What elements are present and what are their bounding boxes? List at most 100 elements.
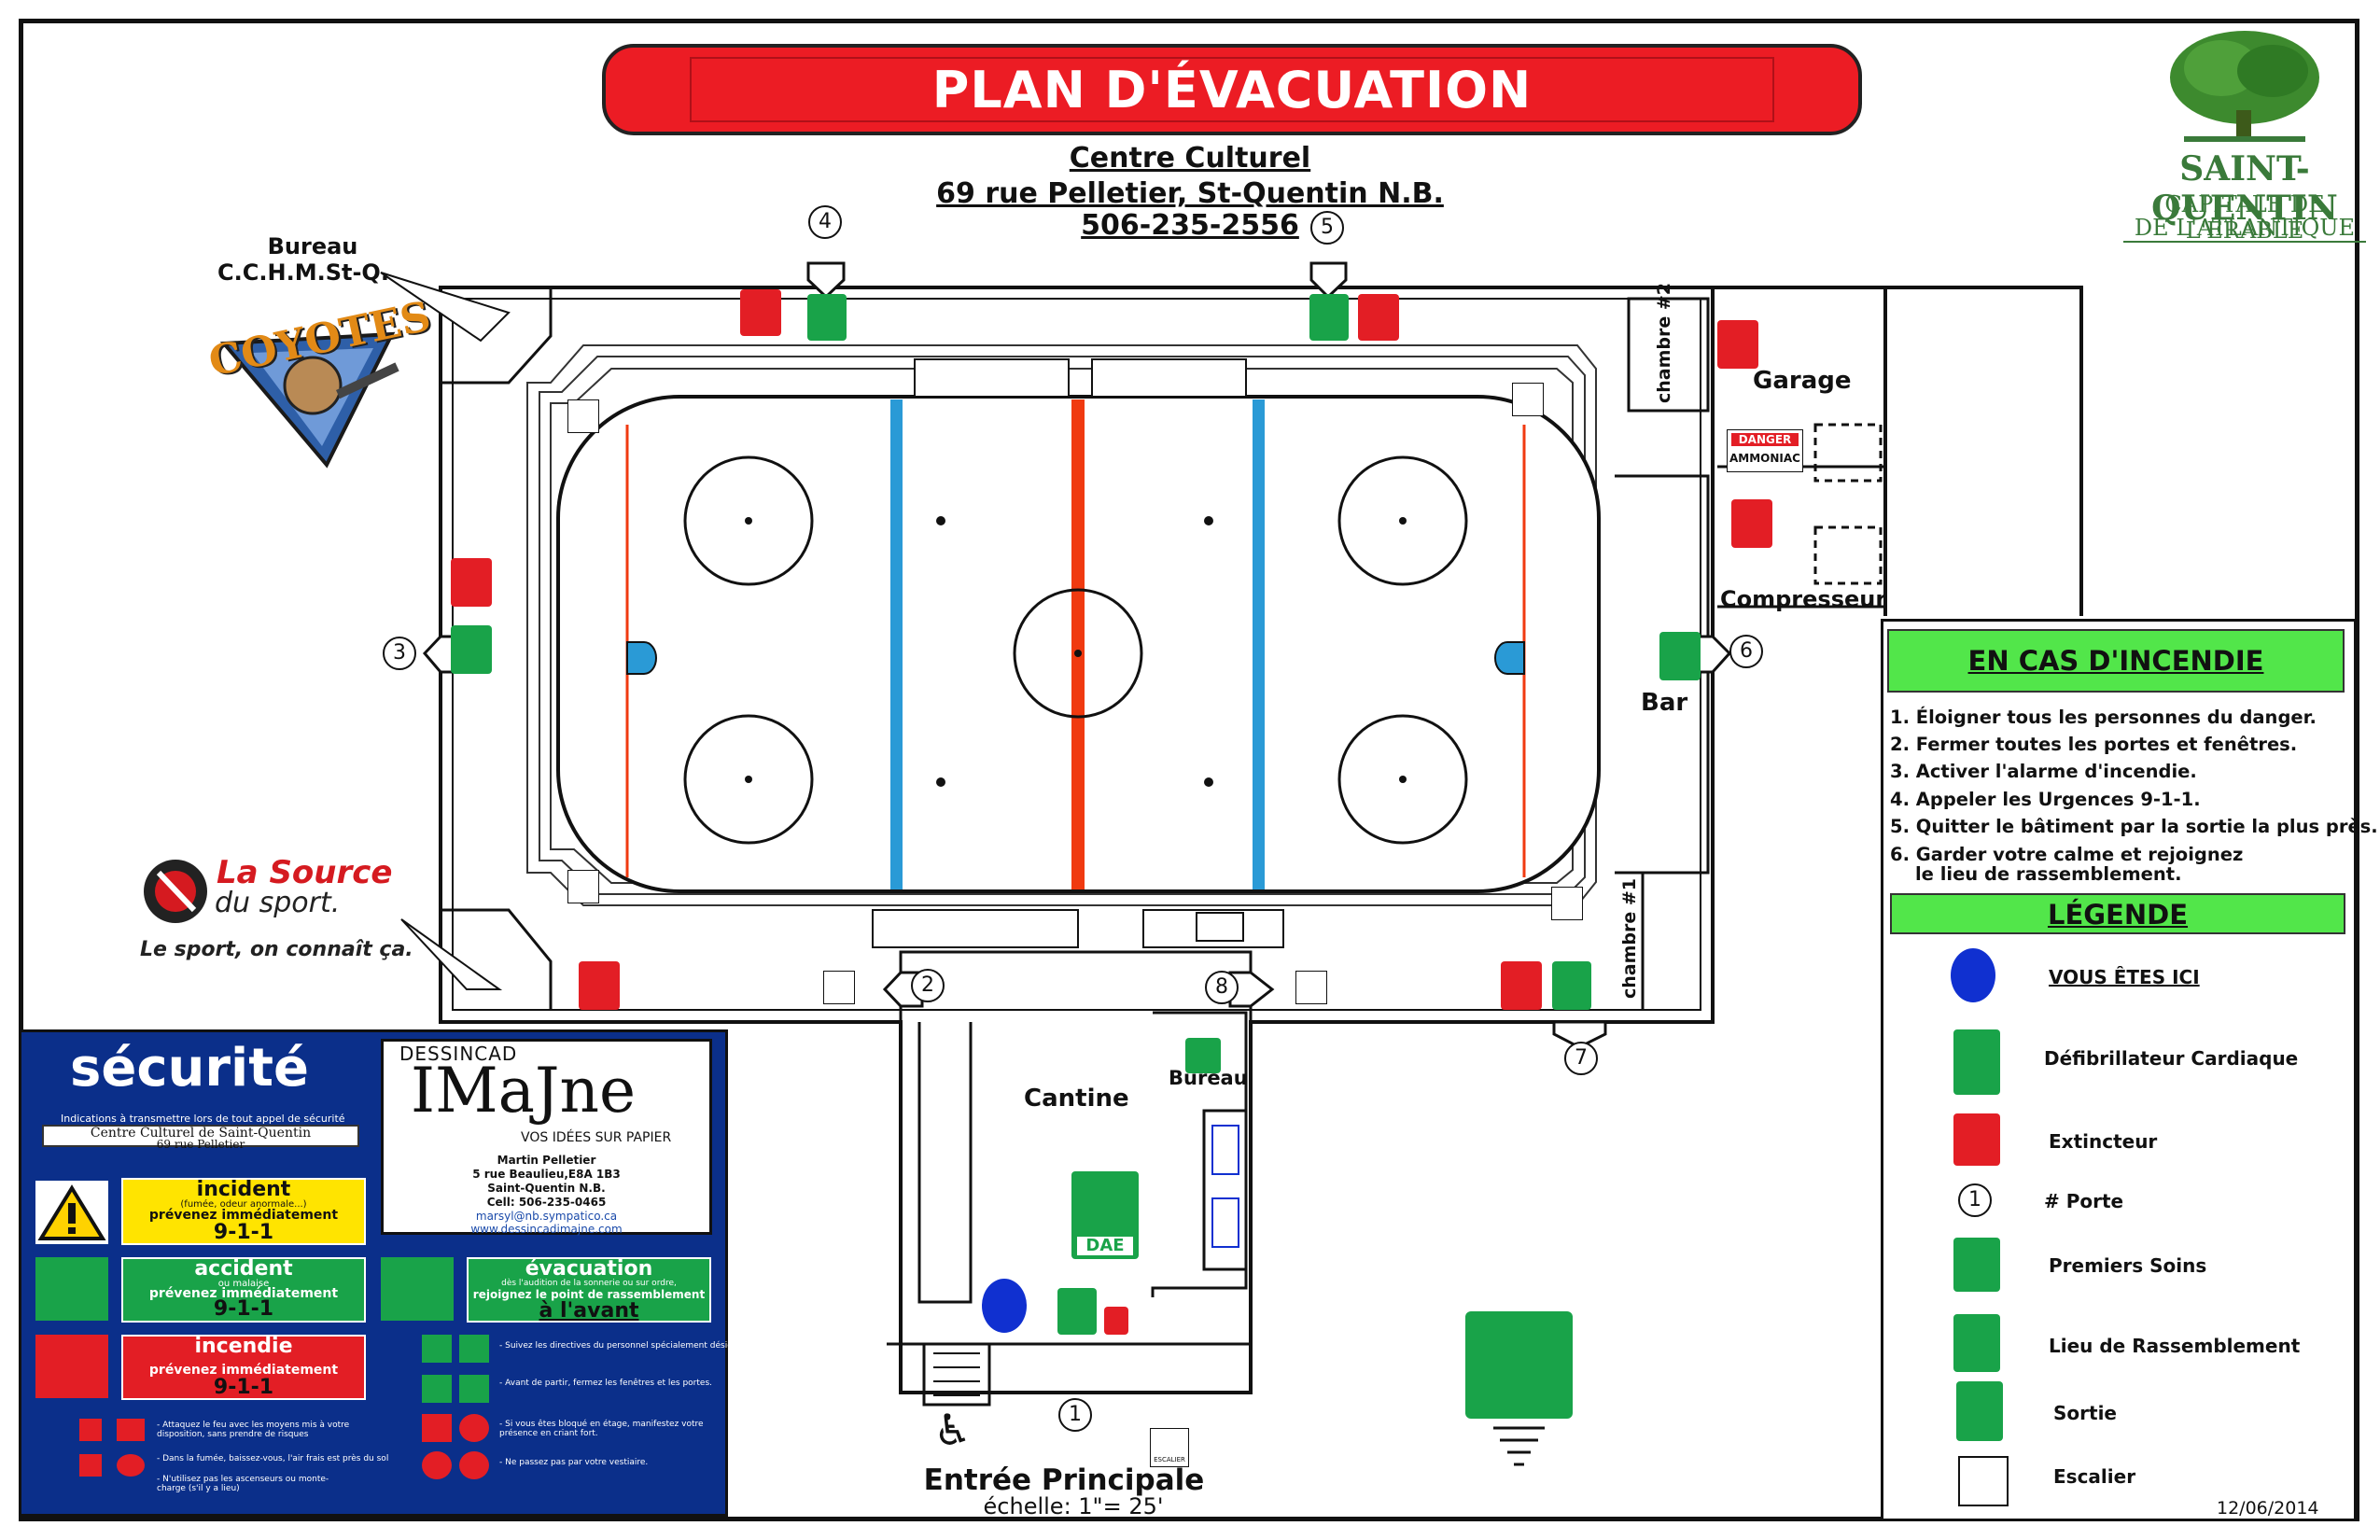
securite-note-1: - Suivez les directives du personnel spé… (499, 1341, 747, 1351)
imajne-card (381, 1039, 712, 1235)
tree-logo-icon (2170, 31, 2319, 142)
entrance-label: Entrée Principale (923, 1463, 1205, 1497)
fire-alarm-icon (117, 1419, 145, 1441)
door-number-8: 8 (1205, 971, 1239, 1004)
exit-icon (422, 1335, 452, 1363)
plan-date: 12/06/2014 (2217, 1498, 2319, 1519)
no-entry-icon (422, 1451, 452, 1479)
accident-box (121, 1257, 366, 1323)
no-elevator-icon (79, 1454, 102, 1477)
legend-exit: Sortie (2053, 1402, 2117, 1424)
exit-icon (1659, 632, 1701, 680)
bureau-cchm-label-2: C.C.H.M.St-Q. (217, 259, 389, 286)
legend-defibrillator: Défibrillateur Cardiaque (2044, 1047, 2299, 1070)
you-are-here-icon (982, 1279, 1027, 1333)
women-washroom-icon (1211, 1197, 1239, 1248)
securite-subtitle: Indications à transmettre lors de tout a… (61, 1113, 345, 1125)
door-number-2: 2 (911, 969, 945, 1002)
accident-title: accident (194, 1257, 293, 1281)
fire-step-1: 1. Éloigner tous les personnes du danger… (1890, 707, 2317, 728)
securite-place: Centre Culturel de Saint-Quentin (90, 1126, 312, 1141)
room-bar-label: Bar (1641, 689, 1688, 717)
securite-note-2: - Avant de partir, fermez les fenêtres e… (499, 1379, 713, 1388)
assembly-point-icon (1465, 1311, 1573, 1419)
imajne-city: Saint-Quentin N.B. (487, 1182, 606, 1195)
legend-door: # Porte (2044, 1190, 2124, 1212)
legend-extinguisher: Extincteur (2049, 1130, 2158, 1153)
fire-icon (35, 1335, 108, 1398)
page-title: PLAN D'ÉVACUATION (931, 61, 1533, 119)
incident-sub: (fumée, odeur anormale...) (180, 1199, 307, 1210)
stairs-icon (1958, 1456, 2009, 1506)
incendie-box (121, 1335, 366, 1400)
imajne-street: 5 rue Beaulieu,E8A 1B3 (472, 1168, 621, 1181)
stairs-icon (1295, 971, 1327, 1004)
no-entry-icon (459, 1414, 489, 1442)
incident-box (121, 1178, 366, 1245)
you-are-here-icon (1951, 948, 1995, 1002)
stairs-icon (1512, 383, 1544, 416)
accident-sub: ou malaise (217, 1279, 270, 1289)
coyotes-logo-icon (219, 331, 399, 469)
extinguisher-icon (1104, 1307, 1128, 1335)
assembly-point-marker-icon (1493, 1426, 1545, 1466)
incident-number: 9-1-1 (213, 1221, 274, 1244)
extinguisher-icon (1953, 1113, 2000, 1166)
incendie-number: 9-1-1 (213, 1376, 274, 1399)
danger-sign-title: DANGER (1731, 433, 1799, 446)
room-garage-label: Garage (1753, 367, 1852, 395)
imajne-person: Martin Pelletier (497, 1154, 596, 1167)
exit-icon (1057, 1288, 1097, 1335)
exit-icon (1956, 1381, 2003, 1441)
legend-stairs: Escalier (2053, 1465, 2136, 1488)
danger-sign-text: AMMONIAC (1729, 452, 1800, 465)
imajne-name: IMaJne (411, 1055, 637, 1127)
extinguisher-icon (79, 1419, 102, 1441)
fire-step-4: 4. Appeler les Urgences 9-1-1. (1890, 789, 2201, 810)
accident-number: 9-1-1 (213, 1297, 274, 1321)
securite-place-address: 69 rue Pelletier (156, 1138, 245, 1151)
door-number-7: 7 (1564, 1042, 1598, 1075)
extinguisher-icon (1358, 294, 1399, 341)
stairs-label: ESCALIER (1154, 1456, 1185, 1463)
page-frame (19, 19, 2359, 1521)
extinguisher-icon (1501, 961, 1542, 1010)
address-line1: Centre Culturel (1069, 142, 1311, 175)
room-chambre2-label: chambre #2 (1654, 282, 1674, 403)
imajne-email: marsyl@nb.sympatico.ca (475, 1210, 618, 1223)
saint-quentin-tagline2: DE L'ATLANTIQUE (2134, 215, 2356, 241)
imajne-tagline: VOS IDÉES SUR PAPIER (521, 1130, 672, 1145)
exit-icon (807, 294, 847, 341)
room-chambre1-label: chambre #1 (1619, 877, 1640, 999)
securite-place-box (42, 1125, 359, 1147)
stairs-icon (567, 870, 599, 903)
exit-icon (451, 625, 492, 674)
evacuation-box (467, 1257, 711, 1323)
extinguisher-icon (451, 558, 492, 607)
warning-icon (35, 1181, 108, 1244)
scale-label: échelle: 1"= 25' (983, 1493, 1164, 1519)
stairs-icon (823, 971, 855, 1004)
exit-icon (1552, 961, 1591, 1010)
la-source-subtitle: du sport. (215, 887, 341, 919)
incendie-action: prévenez immédiatement (148, 1363, 339, 1378)
no-entry-icon (459, 1451, 489, 1479)
saint-quentin-tagline1: CAPITALE DE L'ÉRABLE (2164, 191, 2325, 244)
incident-title: incident (196, 1178, 291, 1201)
door-number-4: 4 (808, 205, 842, 239)
first-aid-icon (35, 1257, 108, 1321)
no-elevator-icon (117, 1454, 145, 1477)
title-banner: PLAN D'ÉVACUATION (602, 44, 1862, 135)
securite-title: sécurité (70, 1038, 309, 1099)
fire-step-6: 6. Garder votre calme et rejoignez (1890, 844, 2244, 865)
imajne-web: www.dessincadimajne.com (470, 1223, 623, 1236)
evacuation-place: à l'avant (539, 1299, 639, 1323)
imajne-cell: Cell: 506-235-0465 (486, 1196, 607, 1209)
bureau-cchm-label: Bureau (267, 233, 358, 259)
room-compresseur-label: Compresseur (1720, 586, 1887, 612)
door-number-6: 6 (1729, 635, 1763, 668)
fire-heading: EN CAS D'INCENDIE (1887, 629, 2345, 693)
legend-first-aid: Premiers Soins (2049, 1254, 2207, 1277)
door-number-3: 3 (383, 637, 416, 670)
dae-label: DAE (1077, 1237, 1133, 1255)
